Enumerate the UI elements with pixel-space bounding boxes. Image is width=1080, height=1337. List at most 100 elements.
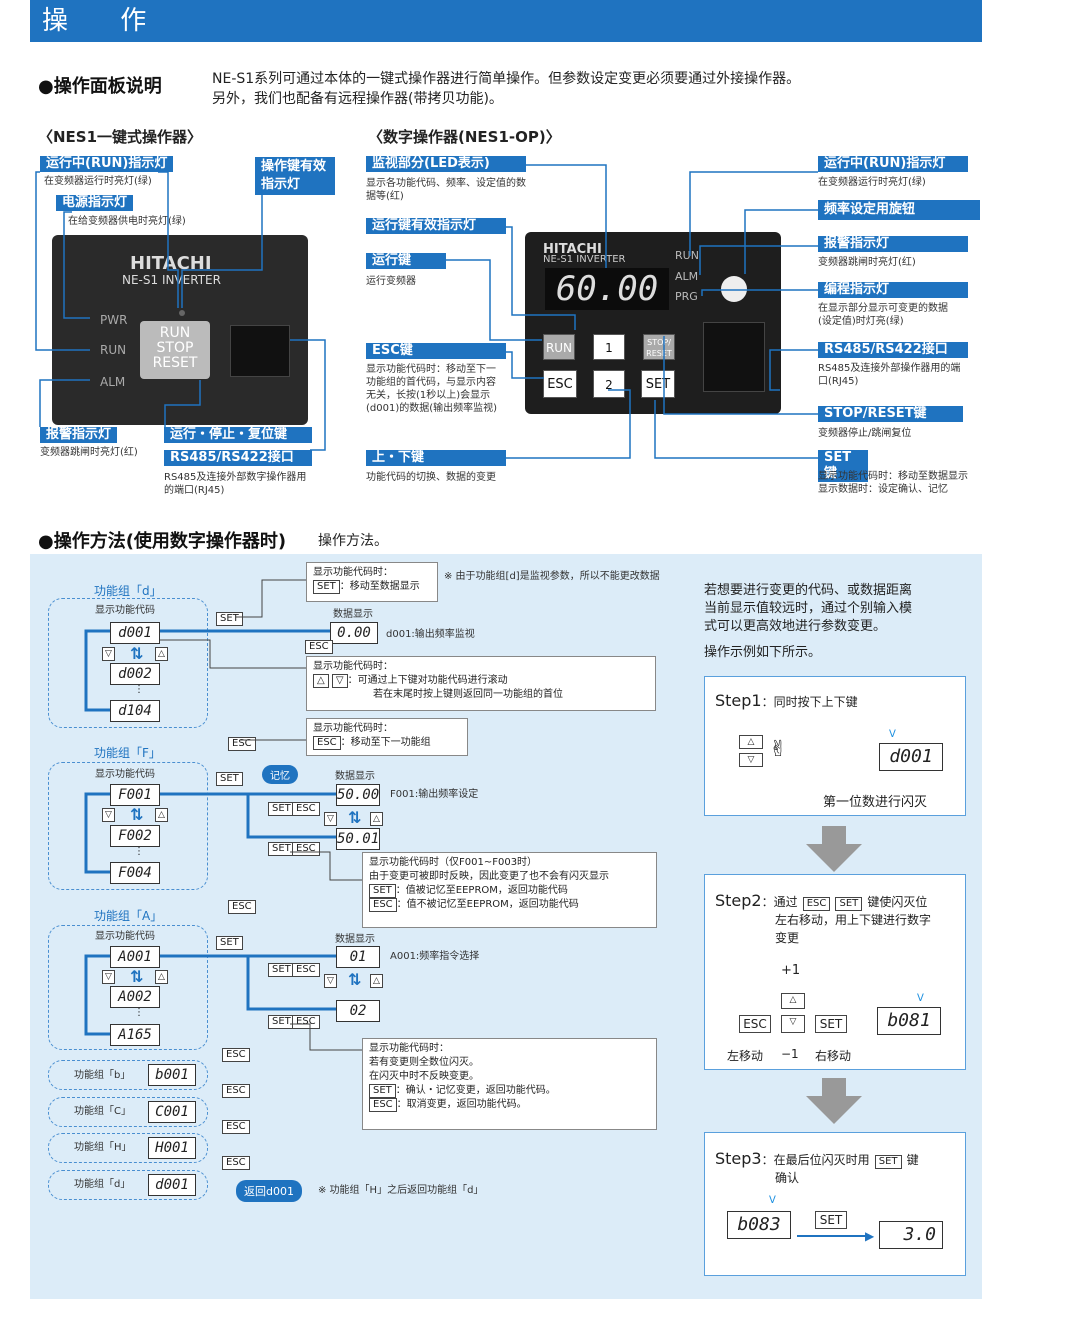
btn-esc-c-next[interactable]: ESC: [222, 1120, 250, 1134]
code-a002: A002: [110, 986, 160, 1008]
note-box-esc: 显示功能代码时： ESC：移动至下一功能组: [306, 718, 468, 756]
step1-note: 第一位数进行闪灭: [823, 795, 928, 810]
value-f001: 50.00: [336, 784, 380, 806]
label-freq-knob: 频率设定用旋钮: [818, 200, 980, 220]
btn-esc-h-next[interactable]: ESC: [222, 1156, 250, 1170]
step1-down-btn[interactable]: ▽: [739, 753, 763, 767]
section-heading-method: ●操作方法(使用数字操作器时): [38, 531, 287, 552]
group-f-box: [48, 762, 208, 890]
label-key-valid: 操作键有效指示灯: [255, 157, 335, 195]
op-run-key[interactable]: RUN: [543, 334, 575, 360]
blink-icon-2: ᐯ: [917, 993, 924, 1004]
op-up-key[interactable]: 1: [593, 334, 625, 360]
btn-down-a[interactable]: ▽: [102, 970, 115, 984]
label-prg-lamp: 编程指示灯: [818, 282, 968, 298]
value-a001-changed: 02: [336, 1000, 380, 1022]
group-c-box: [48, 1097, 208, 1127]
btn-set-a[interactable]: SET: [216, 936, 243, 950]
key-valid-led: [179, 310, 185, 316]
btn-up-d[interactable]: △: [155, 647, 168, 661]
step2-title: Step2：通过 ESC SET 键使闪灭位: [715, 891, 928, 911]
label-alarm-lamp-op: 报警指示灯: [818, 236, 968, 252]
led-display: 60.00: [545, 268, 669, 310]
btn-esc-d-next[interactable]: ESC: [228, 737, 256, 751]
step3-set-btn[interactable]: SET: [815, 1211, 847, 1229]
code-f002: F002: [110, 825, 160, 847]
btn-set-f[interactable]: SET: [216, 772, 243, 786]
show-code-f: 显示功能代码: [95, 769, 155, 780]
data-show-a: 数据显示: [335, 934, 375, 945]
blink-icon-3: ᐯ: [769, 1195, 776, 1206]
page-header: 操 作: [30, 0, 982, 42]
btn-esc-a3[interactable]: ESC: [292, 1015, 320, 1029]
label-updown: 上・下键: [366, 450, 506, 466]
op-prg-led-label: PRG: [675, 290, 698, 303]
step2-down-btn[interactable]: ▽: [781, 1015, 805, 1033]
code-f004: F004: [110, 862, 160, 884]
note-box-a: 显示功能代码时： 若有变更则全数位闪灭。 在闪灭中时不反映变更。 SET：确认・…: [362, 1038, 657, 1130]
btn-esc-b-next[interactable]: ESC: [222, 1084, 250, 1098]
step2-up-btn[interactable]: △: [781, 993, 805, 1009]
btn-down-f2[interactable]: ▽: [324, 812, 337, 826]
method-sub: 操作方法。: [318, 533, 388, 549]
code-b001: b001: [148, 1064, 196, 1086]
updown-arrows-a2: ⇅: [348, 970, 362, 989]
step2-esc-btn[interactable]: ESC: [739, 1015, 771, 1033]
digital-operator-panel: HITACHI NE-S1 INVERTER 60.00 RUN ALM PRG…: [525, 232, 781, 414]
updown-arrows-f2: ⇅: [348, 808, 362, 827]
btn-up-a2[interactable]: △: [370, 974, 383, 988]
btn-esc-a-next[interactable]: ESC: [222, 1048, 250, 1062]
freq-knob[interactable]: [721, 276, 747, 302]
btn-set-d[interactable]: SET: [216, 612, 243, 626]
label-run-lamp: 运行中(RUN)指示灯: [40, 156, 174, 172]
step1-up-btn[interactable]: △: [739, 735, 763, 749]
desc-stop-reset: 变频器停止/跳闸复位: [818, 428, 912, 439]
btn-esc-f2[interactable]: ESC: [292, 802, 320, 816]
step2-left: 左移动: [727, 1049, 764, 1063]
op-set-key[interactable]: SET: [641, 370, 675, 398]
btn-esc-d[interactable]: ESC: [305, 640, 333, 654]
btn-esc-f3[interactable]: ESC: [292, 842, 320, 856]
label-alarm-lamp: 报警指示灯: [40, 427, 118, 443]
show-code-a: 显示功能代码: [95, 931, 155, 942]
code-d002: d002: [110, 663, 160, 685]
value-d001: 0.00: [330, 622, 378, 644]
data-show-f: 数据显示: [335, 771, 375, 782]
code-d104: d104: [110, 700, 160, 722]
btn-set-a2[interactable]: SET: [268, 963, 295, 977]
note-box-updown: 显示功能代码时： △ ▽：可通过上下键对功能代码进行滚动 若在末尾时按上键则返回…: [306, 656, 656, 711]
btn-esc-f-next[interactable]: ESC: [228, 900, 256, 914]
step3-card: Step3：在最后位闪灭时用 SET 键 确认 ᐯ b083 SET ▶ 3.0: [704, 1132, 966, 1276]
step2-set-btn[interactable]: SET: [815, 1015, 847, 1033]
model-text: NE-S1 INVERTER: [122, 273, 221, 287]
step3-title: Step3：在最后位闪灭时用 SET 键: [715, 1149, 919, 1169]
label-run-lamp-op: 运行中(RUN)指示灯: [818, 156, 968, 172]
group-b-box: [48, 1060, 208, 1090]
code-a165: A165: [110, 1024, 160, 1046]
left-panel-title: 〈NES1一键式操作器〉: [38, 128, 203, 146]
data-show-d: 数据显示: [333, 609, 373, 620]
btn-set-f3[interactable]: SET: [268, 842, 295, 856]
desc-set-key1: 显示功能代码时：移动至数据显示: [818, 471, 968, 482]
btn-set-f2[interactable]: SET: [268, 802, 295, 816]
step2-right: 右移动: [815, 1049, 852, 1063]
group-b-label: 功能组「b」: [74, 1070, 131, 1081]
btn-up-f2[interactable]: △: [370, 812, 383, 826]
label-run-stop: 运行・停止・复位键: [164, 427, 312, 443]
label-power-lamp: 电源指示灯: [56, 195, 134, 211]
btn-esc-a2[interactable]: ESC: [292, 963, 320, 977]
btn-down-a2[interactable]: ▽: [324, 974, 337, 988]
label-run-key-valid: 运行键有效指示灯: [366, 218, 506, 234]
btn-set-a3[interactable]: SET: [268, 1015, 295, 1029]
btn-down-f[interactable]: ▽: [102, 808, 115, 822]
btn-down-d[interactable]: ▽: [102, 647, 115, 661]
return-d001-badge: 返回d001: [236, 1180, 302, 1202]
op-down-key[interactable]: 2: [593, 370, 625, 398]
updown-arrows-d: ⇅: [130, 644, 144, 663]
btn-up-a[interactable]: △: [155, 970, 168, 984]
hand-icon: ✌: [769, 737, 788, 762]
op-stop-reset-key[interactable]: STOP/ RESET: [643, 334, 675, 360]
op-esc-key[interactable]: ESC: [543, 370, 577, 398]
btn-up-f[interactable]: △: [155, 808, 168, 822]
